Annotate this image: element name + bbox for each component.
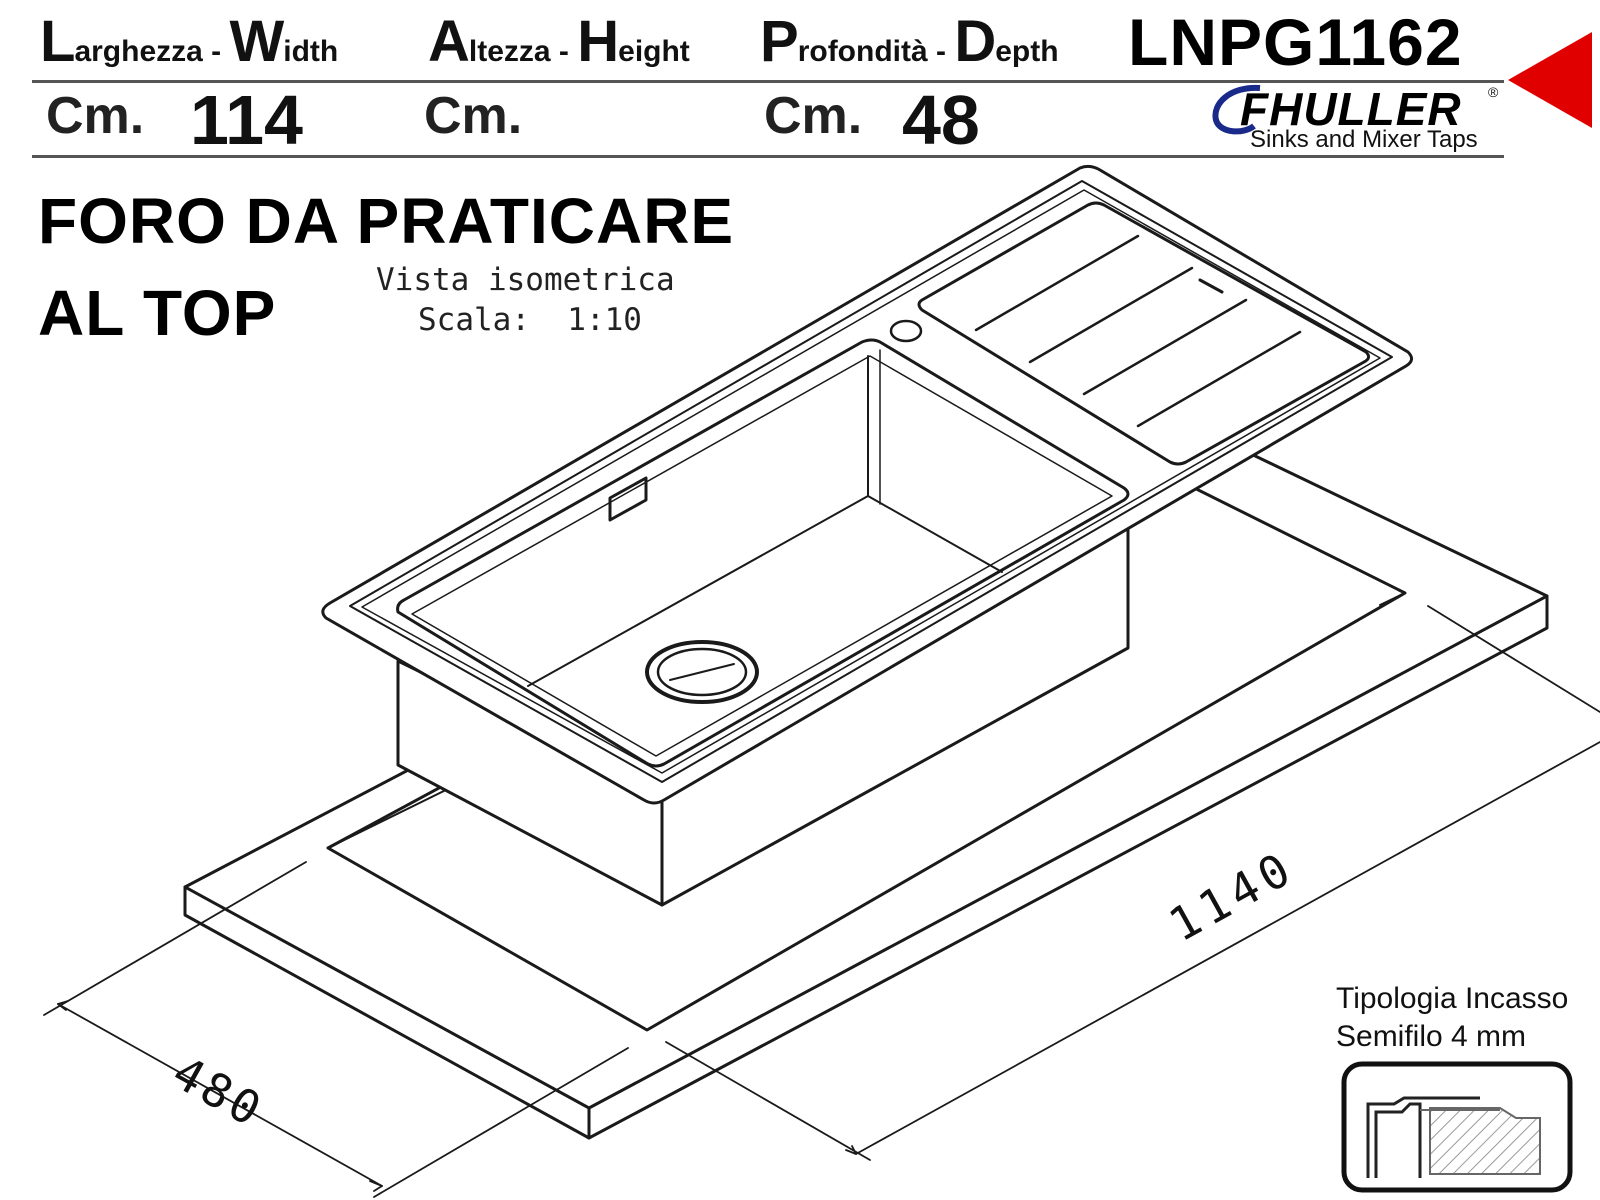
width-value: 114 [190, 81, 303, 159]
install-profile-icon [1341, 1061, 1573, 1193]
view-type: Vista isometrica [376, 262, 675, 298]
height-label: Altezza - Height [428, 9, 690, 74]
depth-value: 48 [902, 81, 980, 159]
width-label: Larghezza - Width [40, 9, 339, 74]
depth-unit: Cm. [764, 87, 863, 145]
view-scale: Scala: 1:10 [418, 302, 642, 338]
depth-label: Profondità - Depth [760, 9, 1059, 74]
width-unit: Cm. [46, 87, 145, 145]
tap-hole [889, 319, 923, 343]
model-code: LNPG1162 [1128, 5, 1463, 79]
install-type-line-1: Tipologia Incasso [1336, 982, 1569, 1015]
red-arrow-icon [1508, 32, 1592, 128]
header-rule-bottom [32, 155, 1504, 158]
header-rule-top [32, 80, 1504, 83]
title-line-2: AL TOP [38, 277, 277, 349]
dimension-lines [43, 605, 1600, 1198]
height-unit: Cm. [424, 87, 523, 145]
drainboard [917, 201, 1371, 466]
title-line-1: FORO DA PRATICARE [38, 185, 735, 257]
sink-bowl [396, 338, 1130, 768]
install-type-line-2: Semifilo 4 mm [1336, 1020, 1527, 1053]
brand-tagline: Sinks and Mixer Taps [1250, 126, 1478, 153]
brand-name: FHULLER [1240, 83, 1462, 135]
fhuller-swoosh-icon [1212, 84, 1261, 135]
registered-mark: ® [1488, 84, 1499, 100]
